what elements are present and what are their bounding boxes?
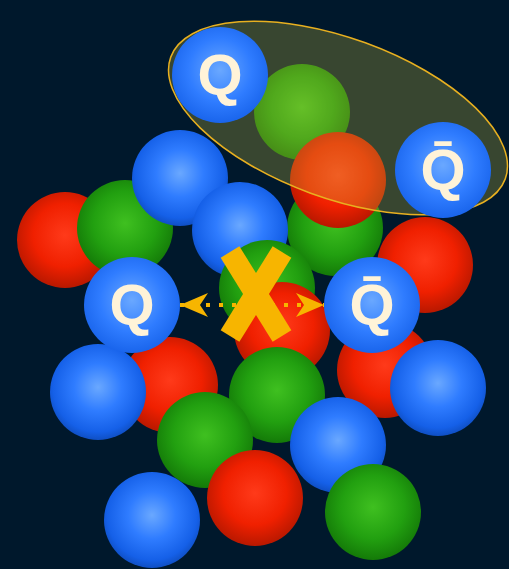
quark-circle: Q — [172, 27, 268, 123]
quark-label: Q — [197, 46, 242, 104]
quark-label: Q — [109, 276, 154, 334]
arrow-head — [296, 293, 324, 317]
hadron-ellipse — [143, 0, 509, 254]
quark-circle: Q̄ — [395, 122, 491, 218]
quark-circle: Q — [84, 257, 180, 353]
quark-label: Q̄ — [420, 141, 465, 199]
quark-circle: Q̄ — [324, 257, 420, 353]
quark-label: Q̄ — [349, 276, 394, 334]
arrow-head — [180, 293, 208, 317]
